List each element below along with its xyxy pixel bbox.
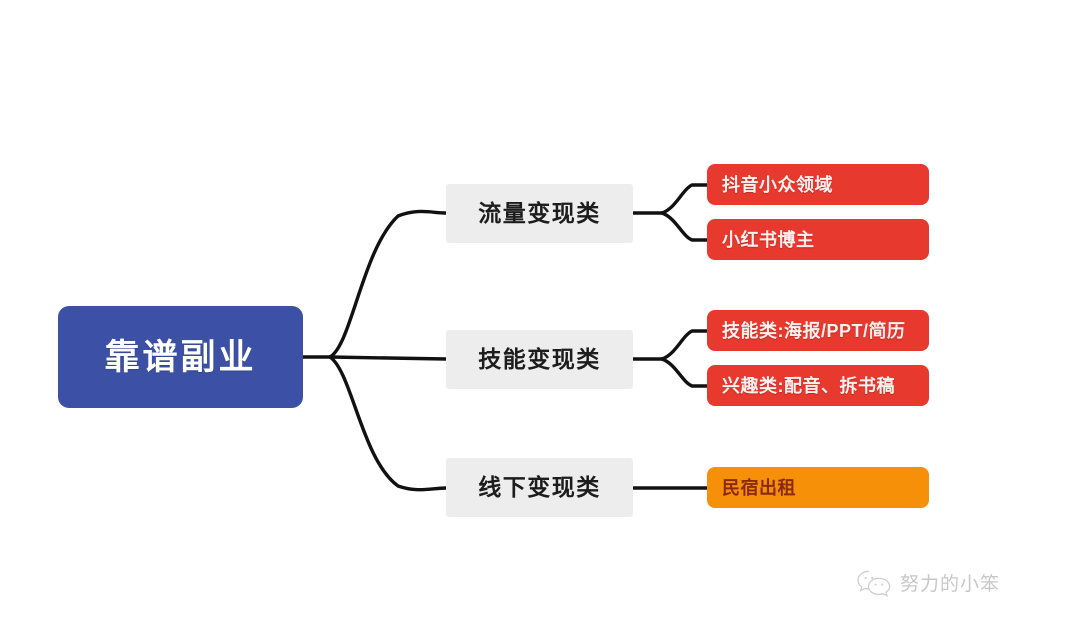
leaf-node-xiaohongshu-blogger[interactable]: 小红书博主 (707, 219, 929, 260)
leaf-node-label: 小红书博主 (722, 229, 815, 250)
connector-branch-1-to-leaf-1 (660, 357, 709, 388)
root-node-label: 靠谱副业 (104, 337, 257, 377)
watermark-text: 努力的小笨 (900, 572, 1001, 595)
root-node[interactable]: 靠谱副业 (58, 306, 303, 408)
leaf-node-label: 民宿出租 (722, 477, 796, 498)
branch-node-skill-monetization[interactable]: 技能变现类 (446, 330, 633, 389)
leaf-node-skill-poster-ppt-resume[interactable]: 技能类:海报/PPT/简历 (707, 310, 929, 351)
connector-branch-0-to-leaf-0 (660, 183, 709, 215)
watermark: 努力的小笨 (856, 569, 1000, 599)
branch-node-label: 线下变现类 (478, 474, 601, 500)
branch-node-offline-monetization[interactable]: 线下变现类 (446, 458, 633, 517)
wechat-icon (857, 570, 891, 598)
branch-node-label: 技能变现类 (478, 346, 601, 372)
leaf-node-label: 技能类:海报/PPT/简历 (722, 320, 906, 341)
connector-root-to-branch-2 (328, 355, 448, 492)
connector-root-to-branch-0 (328, 209, 448, 359)
leaf-node-homestay-rental[interactable]: 民宿出租 (707, 467, 929, 508)
leaf-node-douyin-niche[interactable]: 抖音小众领域 (707, 164, 929, 205)
connector-root-to-branch-1 (328, 355, 448, 361)
branch-node-traffic-monetization[interactable]: 流量变现类 (446, 184, 633, 243)
connector-branch-0-to-leaf-1 (660, 211, 709, 242)
leaf-node-interest-voiceover-booksummary[interactable]: 兴趣类:配音、拆书稿 (707, 365, 929, 406)
branch-node-label: 流量变现类 (478, 200, 601, 226)
connector-branch-1-to-leaf-0 (660, 329, 709, 361)
leaf-node-label: 兴趣类:配音、拆书稿 (722, 375, 895, 396)
leaf-node-label: 抖音小众领域 (722, 174, 833, 195)
